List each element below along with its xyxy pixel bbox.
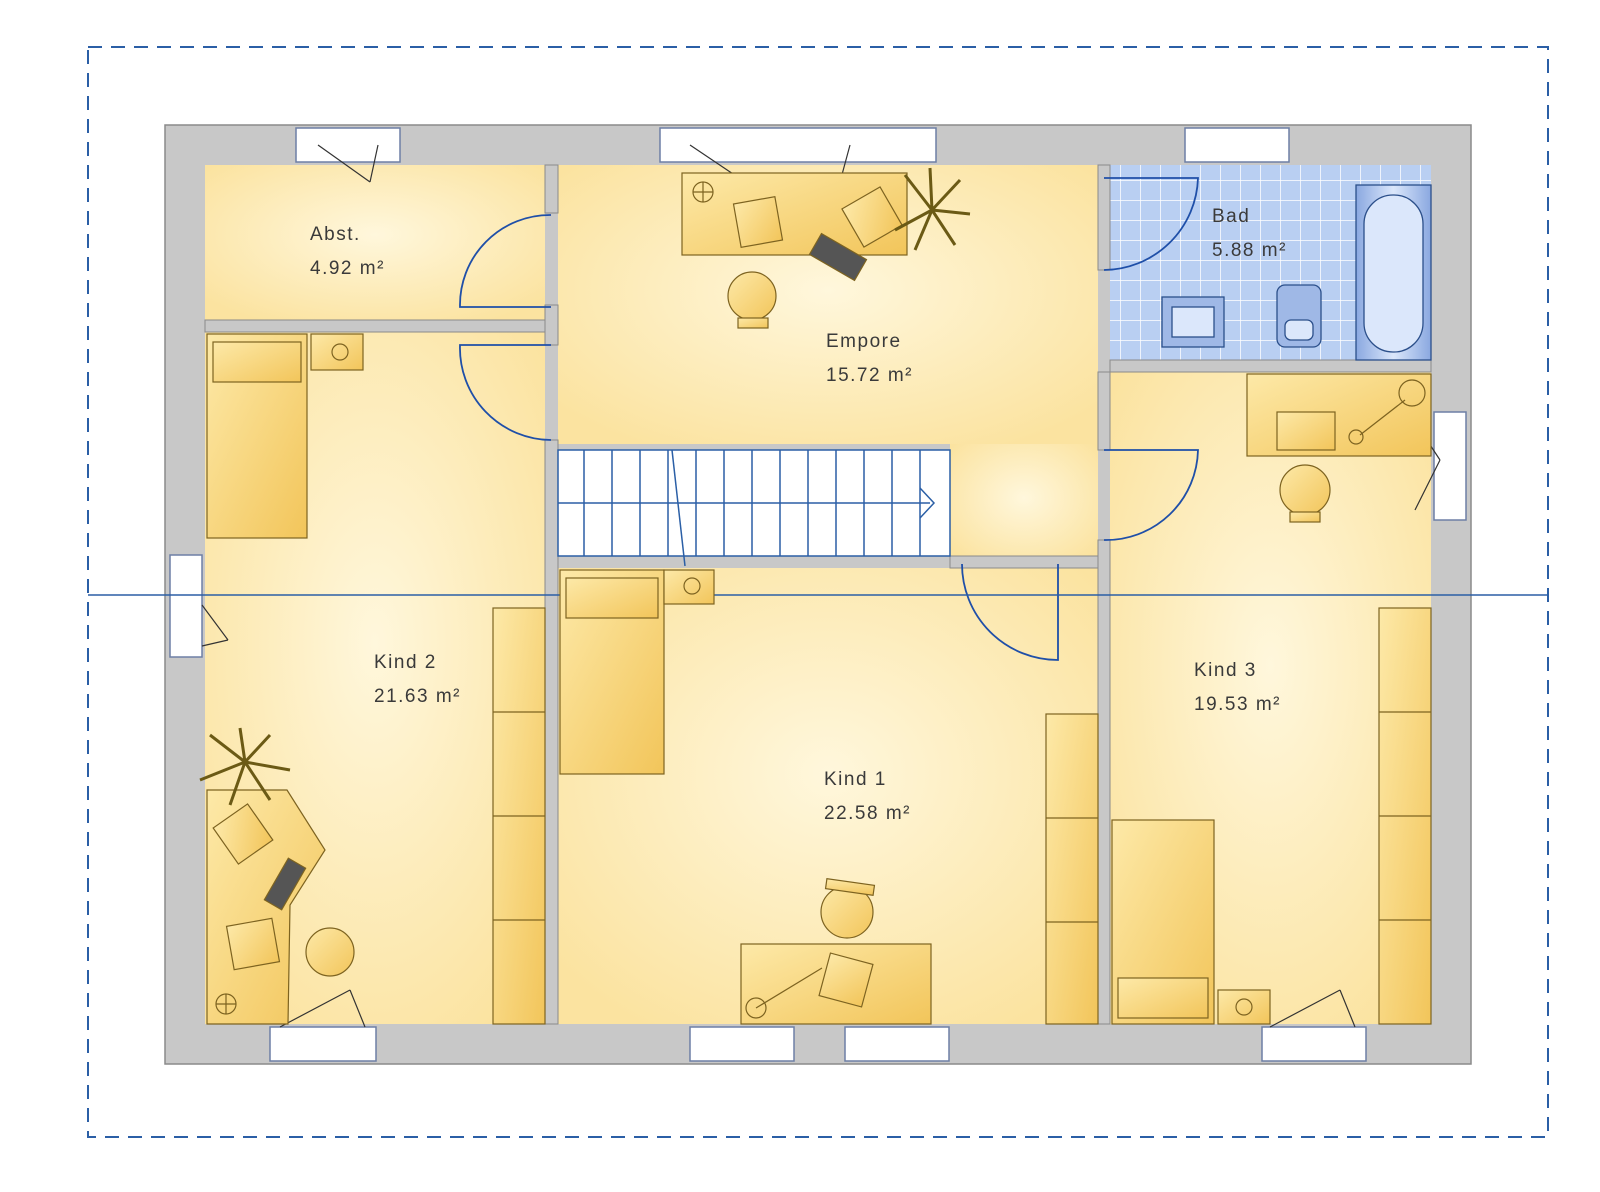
- plant-icon: [199, 727, 291, 806]
- label-abst: Abst. 4.92 m²: [310, 218, 385, 286]
- floor-empore-lower: [950, 444, 1098, 564]
- room-area-kind1: 22.58 m²: [824, 803, 911, 824]
- door-kind1: [961, 563, 1059, 661]
- staircase: [557, 449, 951, 567]
- room-area-empore: 15.72 m²: [826, 365, 913, 386]
- room-name-abst: Abst.: [310, 224, 361, 245]
- room-area-kind2: 21.63 m²: [374, 686, 461, 707]
- floor-abst: [205, 165, 545, 320]
- bathroom-fixtures: [1161, 184, 1432, 361]
- room-area-abst: 4.92 m²: [310, 258, 385, 279]
- room-name-bad: Bad: [1212, 206, 1251, 227]
- room-area-kind3: 19.53 m²: [1194, 694, 1281, 715]
- property-outline: [87, 46, 1549, 1138]
- room-name-kind2: Kind 2: [374, 652, 437, 673]
- label-kind3: Kind 3 19.53 m²: [1194, 654, 1281, 722]
- plant-icon: [894, 167, 971, 251]
- interior-walls: [204, 164, 1432, 1025]
- door-kind3: [1103, 449, 1199, 541]
- wardrobe-kind1: [1045, 713, 1099, 1025]
- label-empore: Empore 15.72 m²: [826, 325, 913, 393]
- room-name-kind3: Kind 3: [1194, 660, 1257, 681]
- door-kind2: [459, 344, 552, 441]
- windows: [169, 127, 1467, 1062]
- room-area-bad: 5.88 m²: [1212, 240, 1287, 261]
- door-abst: [459, 214, 552, 308]
- room-name-kind1: Kind 1: [824, 769, 887, 790]
- label-kind2: Kind 2 21.63 m²: [374, 646, 461, 714]
- desk-kind3: [1246, 373, 1432, 457]
- label-kind1: Kind 1 22.58 m²: [824, 763, 911, 831]
- furniture: [199, 167, 1432, 1025]
- doors: [459, 177, 1199, 661]
- door-bad: [1103, 177, 1199, 271]
- label-bad: Bad 5.88 m²: [1212, 200, 1287, 268]
- room-name-empore: Empore: [826, 331, 902, 352]
